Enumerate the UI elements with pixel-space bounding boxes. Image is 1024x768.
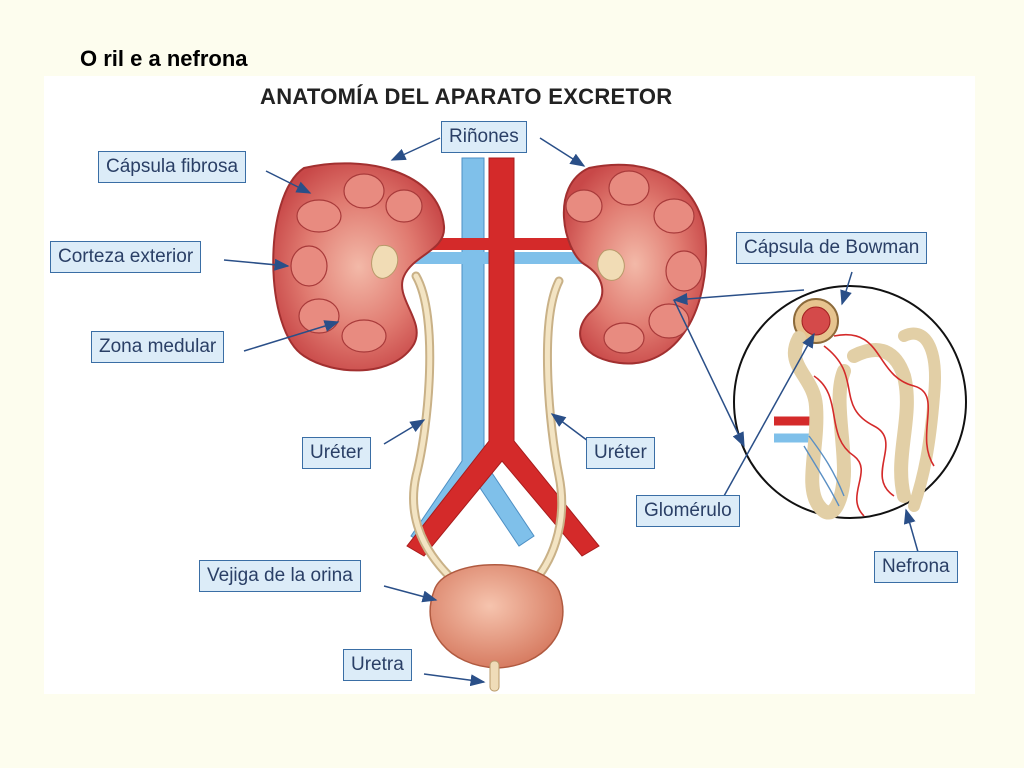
label-ureter-right: Uréter: [586, 437, 655, 469]
anatomy-illustration: [223, 137, 967, 692]
label-vejiga: Vejiga de la orina: [199, 560, 361, 592]
right-kidney: [563, 163, 708, 365]
label-ureter-left: Uréter: [302, 437, 371, 469]
label-rinones: Riñones: [441, 121, 527, 153]
label-uretra: Uretra: [343, 649, 412, 681]
label-capsula-fibrosa: Cápsula fibrosa: [98, 151, 247, 183]
excretory-diagram: ANATOMÍA DEL APARATO EXCRETOR Riñones Cá…: [44, 76, 975, 694]
slide-title: O ril e a nefrona: [80, 46, 248, 71]
label-corteza-exterior: Corteza exterior: [50, 241, 202, 273]
label-glomerulo: Glomérulo: [636, 495, 740, 527]
label-zona-medular: Zona medular: [91, 331, 225, 363]
pointer-arrows: [223, 137, 919, 687]
label-nefrona: Nefrona: [874, 551, 958, 583]
left-kidney: [272, 162, 446, 372]
label-capsula-bowman: Cápsula de Bowman: [736, 232, 928, 264]
bladder: [429, 564, 564, 692]
nephron-inset: [733, 285, 967, 520]
figure-title: ANATOMÍA DEL APARATO EXCRETOR: [260, 84, 673, 109]
